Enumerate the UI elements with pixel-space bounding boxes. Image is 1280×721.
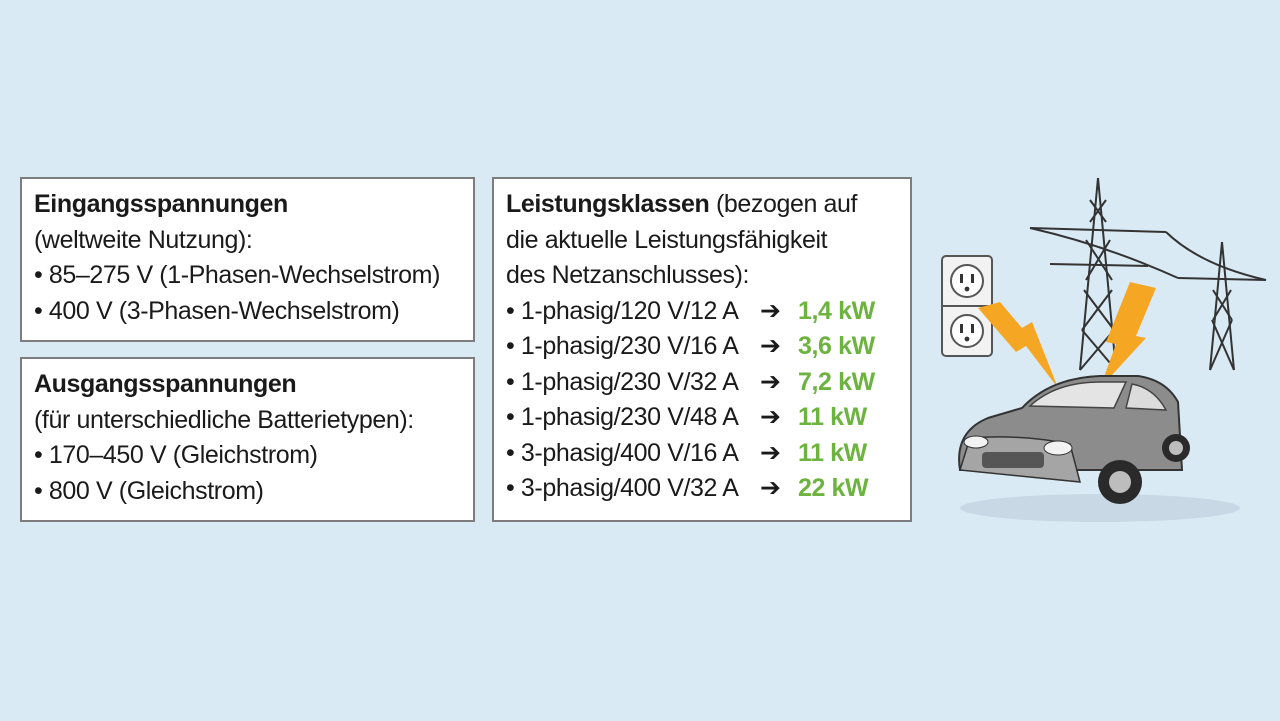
power-class-row: • 3-phasig/400 V/32 A ➔ 22 kW: [506, 471, 898, 507]
power-class-value: 22 kW: [798, 474, 869, 502]
charging-illustration: [941, 177, 1267, 522]
power-class-spec: • 3-phasig/400 V/32 A: [506, 474, 739, 502]
output-voltages-box: Ausgangsspannungen (für unterschiedliche…: [20, 357, 475, 522]
power-class-value: 3,6 kW: [798, 332, 875, 360]
power-classes-title-suffix: (bezogen auf: [709, 190, 858, 218]
power-class-spec: • 1-phasig/230 V/16 A: [506, 332, 739, 360]
power-class-row: • 1-phasig/230 V/48 A ➔ 11 kW: [506, 400, 898, 436]
power-class-spec: • 1-phasig/230 V/32 A: [506, 367, 739, 396]
power-classes-subtitle: des Netzanschlusses):: [506, 261, 750, 289]
power-classes-subtitle: die aktuelle Leistungsfähigkeit: [506, 225, 828, 254]
lightning-bolt-icon: [978, 282, 1156, 388]
power-class-value: 11 kW: [798, 438, 867, 467]
power-class-value: 7,2 kW: [798, 367, 875, 396]
power-class-row: • 1-phasig/230 V/16 A ➔ 3,6 kW: [506, 329, 898, 365]
power-classes-title: Leistungsklassen: [506, 190, 710, 218]
input-voltage-item: • 400 V (3-Phasen-Wechselstrom): [34, 296, 400, 325]
input-voltages-subtitle: (weltweite Nutzung):: [34, 225, 253, 254]
output-voltages-title: Ausgangsspannungen: [34, 370, 297, 398]
arrow-right-icon: ➔: [760, 438, 781, 467]
power-class-row: • 1-phasig/120 V/12 A ➔ 1,4 kW: [506, 294, 898, 330]
output-voltages-subtitle: (für unterschiedliche Batterietypen):: [34, 405, 414, 434]
electric-car-icon: [958, 375, 1240, 522]
output-voltage-item: • 800 V (Gleichstrom): [34, 476, 264, 505]
power-class-value: 1,4 kW: [798, 296, 875, 325]
power-class-row: • 3-phasig/400 V/16 A ➔ 11 kW: [506, 436, 898, 472]
input-voltage-item: • 85–275 V (1-Phasen-Wechselstrom): [34, 261, 440, 289]
power-class-spec: • 1-phasig/120 V/12 A: [506, 296, 739, 325]
output-voltage-item: • 170–450 V (Gleichstrom): [34, 441, 318, 469]
arrow-right-icon: ➔: [760, 403, 781, 431]
arrow-right-icon: ➔: [760, 367, 781, 396]
power-pylon-icon: [1029, 177, 1267, 371]
power-class-spec: • 1-phasig/230 V/48 A: [506, 403, 739, 431]
arrow-right-icon: ➔: [760, 296, 781, 325]
power-outlet-icon: [941, 255, 993, 357]
power-classes-box: Leistungsklassen (bezogen auf die aktuel…: [492, 177, 912, 522]
power-classes-heading: Leistungsklassen (bezogen auf: [506, 187, 898, 223]
power-class-row: • 1-phasig/230 V/32 A ➔ 7,2 kW: [506, 365, 898, 401]
power-class-spec: • 3-phasig/400 V/16 A: [506, 438, 739, 467]
arrow-right-icon: ➔: [760, 474, 781, 502]
input-voltages-title: Eingangsspannungen: [34, 190, 288, 218]
input-voltages-box: Eingangsspannungen (weltweite Nutzung): …: [20, 177, 475, 342]
power-class-value: 11 kW: [798, 403, 867, 431]
arrow-right-icon: ➔: [760, 332, 781, 360]
